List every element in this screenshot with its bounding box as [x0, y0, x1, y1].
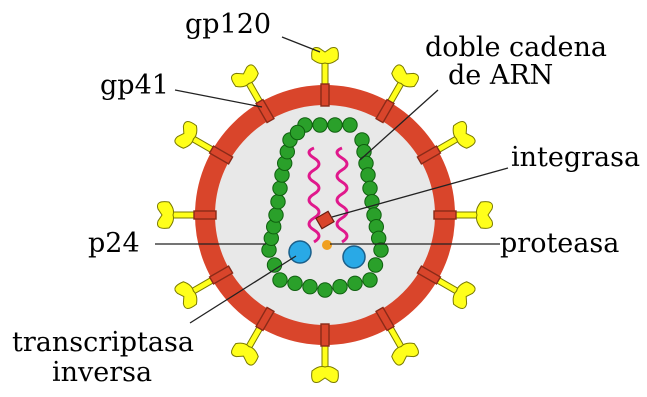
- spike-head: [230, 63, 261, 90]
- capsid-bead: [273, 181, 287, 195]
- label-protease: proteasa: [500, 228, 619, 259]
- capsid-bead: [269, 208, 283, 222]
- capsid-bead: [361, 168, 375, 182]
- label-rt-line1: transcriptasa: [12, 327, 194, 358]
- protease-marker: [322, 240, 332, 250]
- capsid-bead: [343, 118, 357, 132]
- gp120-spike: [312, 47, 339, 89]
- spike-head: [450, 120, 477, 151]
- reverse-transcriptase-right: [343, 246, 365, 268]
- gp120-spike: [157, 202, 199, 229]
- gp120-spike: [451, 202, 493, 229]
- capsid-bead: [288, 276, 302, 290]
- reverse-transcriptase-left: [289, 241, 311, 263]
- capsid-bead: [374, 243, 388, 257]
- label-rt-line2: inversa: [52, 357, 152, 388]
- spike-head: [173, 279, 200, 310]
- label-rna-line2: de ARN: [448, 60, 553, 91]
- capsid-bead: [348, 276, 362, 290]
- capsid-bead: [363, 273, 377, 287]
- spike-head: [230, 340, 261, 367]
- capsid-bead: [290, 125, 304, 139]
- capsid-bead: [328, 118, 342, 132]
- capsid-bead: [318, 283, 332, 297]
- capsid-bead: [368, 258, 382, 272]
- gp41-stub: [194, 211, 216, 219]
- gp120-spike: [312, 341, 339, 383]
- capsid-bead: [333, 280, 347, 294]
- label-rna-line1: doble cadena: [425, 32, 607, 63]
- gp41-stub: [321, 324, 329, 346]
- capsid-bead: [363, 181, 377, 195]
- capsid-bead: [303, 280, 317, 294]
- label-gp120: gp120: [185, 9, 271, 40]
- gp41-stub: [434, 211, 456, 219]
- label-gp41: gp41: [100, 70, 169, 101]
- spike-head: [477, 202, 493, 229]
- leader-gp120: [282, 37, 320, 52]
- capsid-bead: [271, 195, 285, 209]
- label-p24: p24: [88, 228, 140, 259]
- spike-head: [389, 63, 420, 90]
- leader-gp41: [175, 90, 262, 107]
- spike-head: [450, 279, 477, 310]
- spike-head: [389, 340, 420, 367]
- label-integrase: integrasa: [511, 142, 640, 173]
- spike-head: [173, 120, 200, 151]
- gp41-stub: [321, 84, 329, 106]
- spike-head: [312, 367, 339, 383]
- capsid-bead: [313, 118, 327, 132]
- capsid-bead: [273, 273, 287, 287]
- spike-head: [157, 202, 173, 229]
